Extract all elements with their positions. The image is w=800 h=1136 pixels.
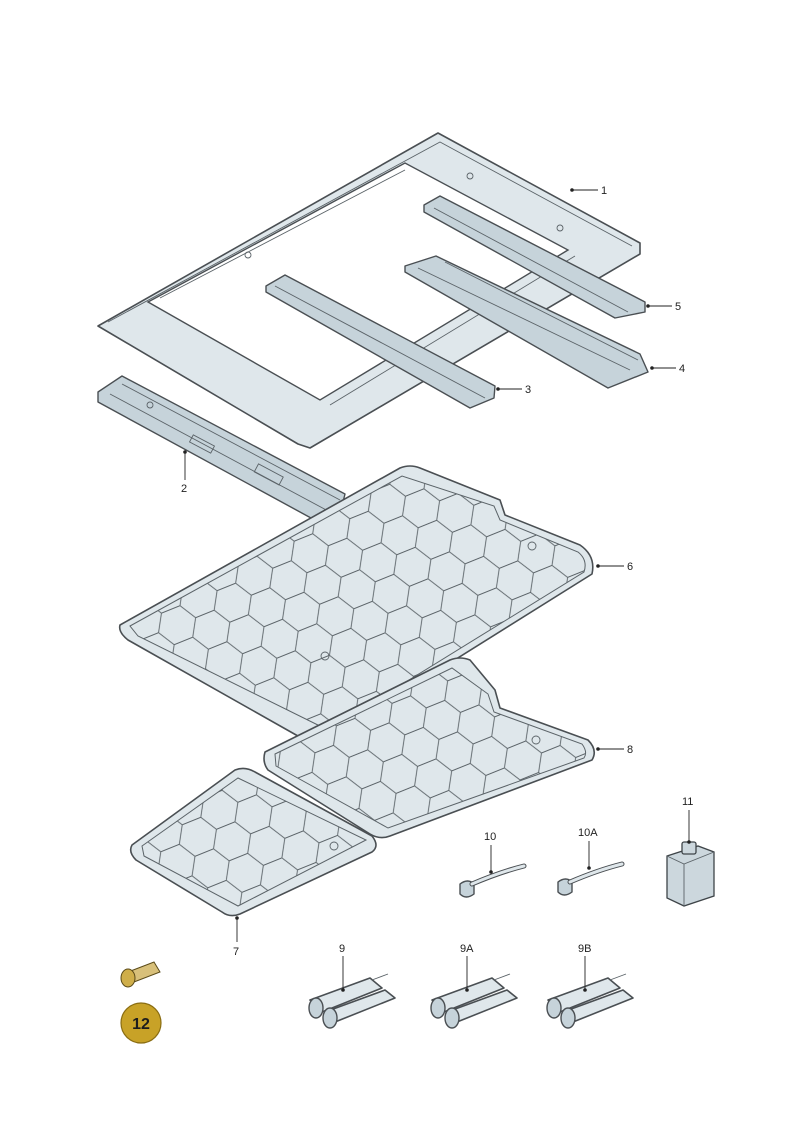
callout-6: 6 bbox=[627, 561, 633, 573]
part-12-badge[interactable]: 12 bbox=[120, 1002, 162, 1044]
cartridge-part-9b[interactable] bbox=[546, 973, 634, 1029]
cartridge-part-9[interactable] bbox=[308, 973, 396, 1029]
floor-mat-part-6[interactable] bbox=[118, 465, 594, 743]
floor-mat-part-7[interactable] bbox=[129, 767, 377, 917]
callout-3: 3 bbox=[525, 384, 531, 396]
callout-9: 9 bbox=[339, 943, 345, 955]
callout-9a: 9A bbox=[460, 943, 474, 955]
callout-8: 8 bbox=[627, 744, 633, 756]
callout-10a: 10A bbox=[578, 827, 598, 839]
cartridge-part-9a[interactable] bbox=[430, 973, 518, 1029]
container-part-11[interactable] bbox=[666, 841, 715, 907]
floor-mat-part-8[interactable] bbox=[263, 657, 596, 839]
callout-11: 11 bbox=[682, 796, 693, 808]
grommet-part-10[interactable] bbox=[459, 863, 527, 898]
callout-10: 10 bbox=[484, 831, 496, 843]
callout-2: 2 bbox=[181, 483, 187, 495]
roof-frame-part-1[interactable] bbox=[97, 132, 641, 449]
rear-cross-member-part-4[interactable] bbox=[404, 255, 649, 389]
callout-9b: 9B bbox=[578, 943, 591, 955]
callout-4: 4 bbox=[679, 363, 685, 375]
callout-1: 1 bbox=[601, 185, 607, 197]
callout-7: 7 bbox=[233, 946, 239, 958]
callout-5: 5 bbox=[675, 301, 681, 313]
bolt-icon bbox=[120, 961, 161, 988]
leader-lines bbox=[183, 188, 691, 992]
badge-number: 12 bbox=[132, 1016, 150, 1033]
roof-bow-part-3[interactable] bbox=[265, 274, 496, 409]
grommet-part-10a[interactable] bbox=[557, 861, 625, 896]
rear-rail-part-5[interactable] bbox=[423, 195, 646, 319]
